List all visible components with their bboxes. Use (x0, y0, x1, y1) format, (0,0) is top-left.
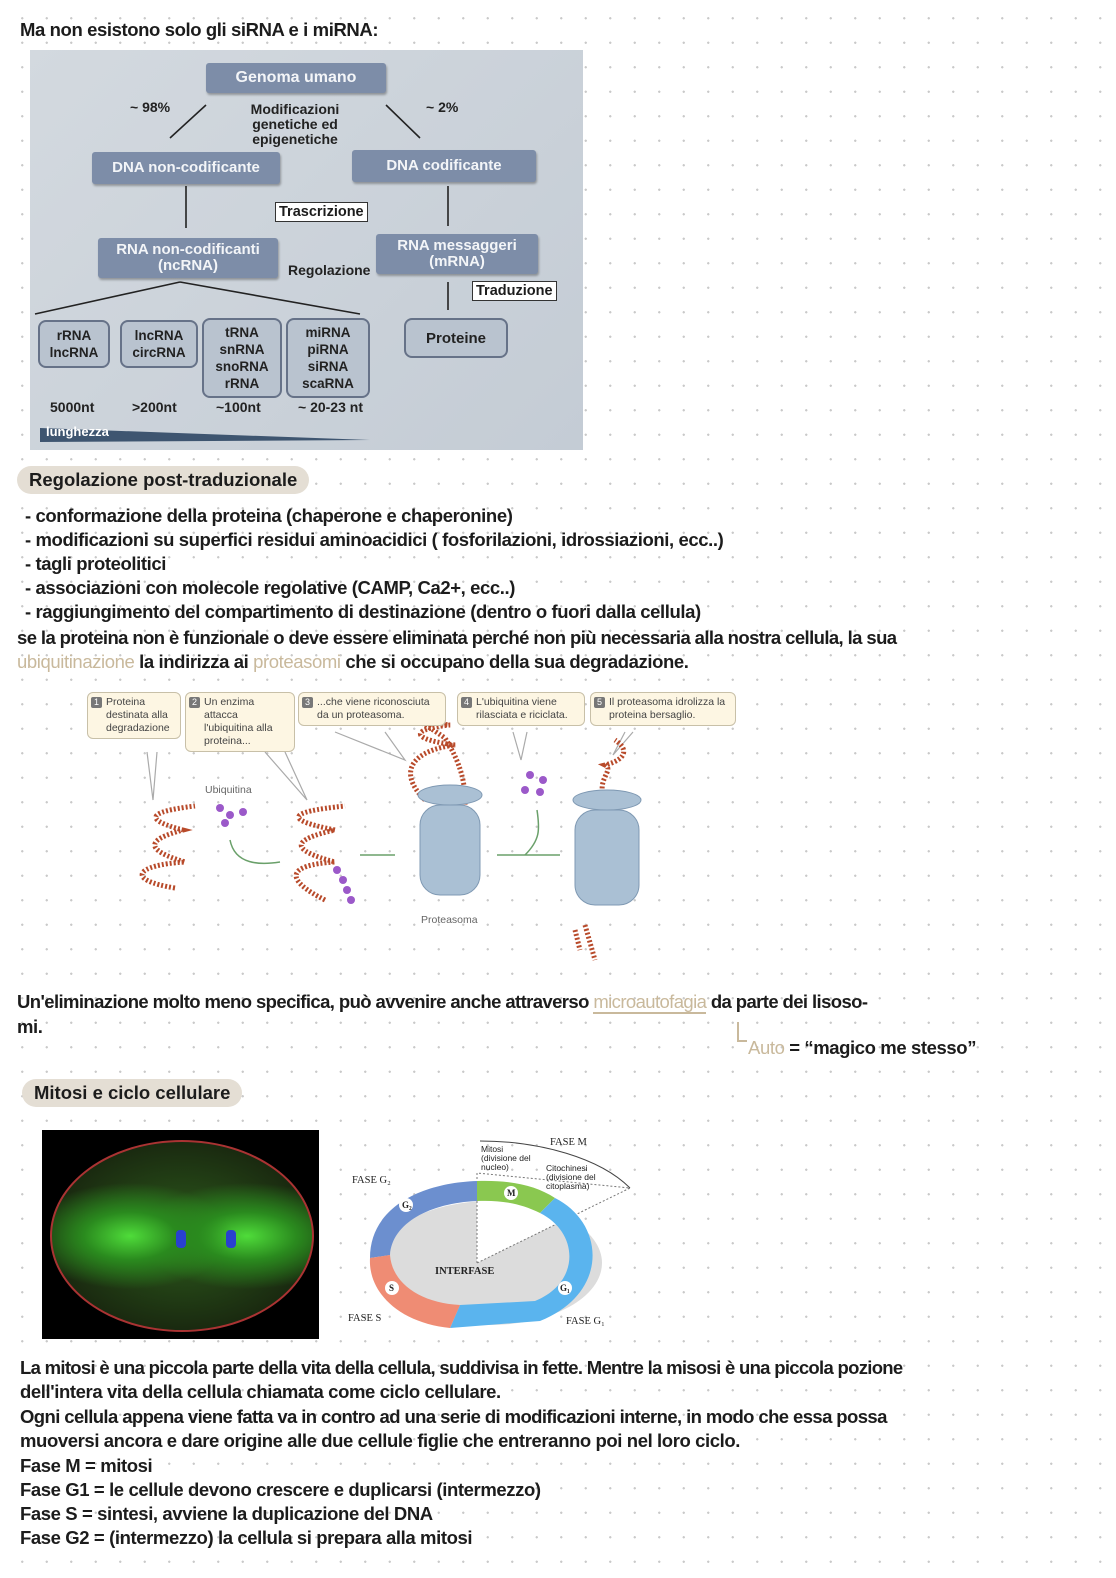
section-heading-post-traduzionale: Regolazione post-traduzionale (17, 466, 310, 494)
callout-text: L'ubiquitina viene rilasciata e riciclat… (476, 696, 568, 721)
label-s: S (389, 1283, 395, 1293)
trascrizione-label: Trascrizione (275, 202, 368, 222)
arc-g1 (450, 1198, 593, 1328)
step-number: 3 (302, 697, 313, 708)
paragraph-text: dell'intera vita della cellula chiamata … (20, 1381, 501, 1402)
text-span: Un'eliminazione molto meno specifica, pu… (17, 991, 594, 1012)
highlight-ubiquitinazione: ubiquitinazione (17, 651, 135, 672)
length-label: ~100nt (216, 399, 261, 415)
callout-text: Il proteasoma idrolizza la proteina bers… (609, 696, 726, 721)
length-label: 5000nt (50, 399, 95, 415)
lunghezza-label: lunghezza (46, 424, 109, 439)
diagram-arrows (34, 104, 449, 442)
box-rna-noncodificanti: RNA non-codificanti (ncRNA) (98, 238, 278, 278)
label-m: M (507, 1188, 516, 1198)
callout-text: ...che viene riconosciuta da un proteaso… (317, 696, 430, 721)
class-box: tRNA snRNA snoRNA rRNA (202, 318, 282, 398)
arc-g2 (370, 1181, 477, 1258)
label-g2: G₂ (402, 1200, 412, 1210)
callout-text: Un enzima attacca l'ubiquitina alla prot… (204, 696, 273, 747)
callout-step-1: 1 Proteina destinata alla degradazione (87, 692, 181, 739)
proteasome-barrel (417, 784, 642, 906)
proteasoma-label: Proteasoma (421, 914, 478, 926)
box-dna-codificante: DNA codificante (352, 150, 536, 182)
callout-text: Proteina destinata alla degradazione (106, 696, 170, 734)
pct-right: ~ 2% (426, 99, 459, 115)
text-span: la indirizza ai (134, 651, 254, 672)
highlight-microautofagia: microautofagia (593, 991, 707, 1014)
step-number: 1 (91, 697, 102, 708)
box-genoma: Genoma umano (206, 63, 386, 93)
callout-step-4: 4 L'ubiquitina viene rilasciata e ricicla… (457, 692, 585, 726)
box-rna-messaggeri: RNA messaggeri (mRNA) (376, 234, 538, 274)
step-number: 5 (594, 697, 605, 708)
paragraph-text: La mitosi è una piccola parte della vita… (20, 1357, 903, 1378)
callout-step-2: 2 Un enzima attacca l'ubiquitina alla pro… (185, 692, 295, 752)
phase-definition: Fase G2 = (intermezzo) la cellula si pre… (20, 1527, 473, 1548)
length-label: >200nt (132, 399, 177, 415)
citochinesi-label: Citochinesi (divisione del citoplasma) (546, 1163, 596, 1191)
callout-step-3: 3 ...che viene riconosciuta da un proteas… (298, 692, 446, 726)
cycle-ring (369, 1140, 632, 1328)
modifiche-label: Modificazioni genetiche ed epigenetiche (250, 101, 340, 147)
traduzione-label: Traduzione (472, 281, 557, 301)
length-label: ~ 20-23 nt (298, 399, 363, 415)
proteasome-drawing (139, 716, 642, 961)
cell-cycle-diagram: G₂ M S G₁ FASE M Mitosi (divisione del n… (340, 1133, 640, 1338)
class-box: lncRNA circRNA (120, 320, 198, 368)
highlight-proteasomi: proteasomi (253, 651, 341, 672)
phase-definition: Fase G1 = le cellule devono crescere e d… (20, 1479, 541, 1500)
paragraph-text: ubiquitinazione la indirizza ai proteaso… (17, 651, 689, 673)
bullet-item: - conformazione della proteina (chaperon… (25, 505, 513, 526)
bullet-item: - tagli proteolitici (25, 553, 167, 574)
pct-left: ~ 98% (130, 99, 171, 115)
interfase-label: INTERFASE (435, 1266, 495, 1277)
bullet-item: - modificazioni su superfici residui ami… (25, 529, 724, 550)
text-span: = “magico me stesso” (784, 1037, 977, 1058)
arrow-icon (737, 1022, 747, 1042)
phase-definition: Fase M = mitosi (20, 1455, 153, 1476)
autophagy-line-1: Un'eliminazione molto meno specifica, pu… (17, 991, 868, 1014)
fase-g1-label: FASE G₁ (566, 1316, 605, 1327)
ubiquitin (216, 771, 547, 904)
highlight-auto: Auto (748, 1037, 785, 1058)
ubiquitina-label: Ubiquitina (205, 784, 252, 796)
step-number: 2 (189, 697, 200, 708)
fase-g2-label: FASE G₂ (352, 1175, 391, 1186)
fase-s-label: FASE S (348, 1313, 382, 1324)
callout-step-5: 5 Il proteasoma idrolizza la proteina ber… (590, 692, 736, 726)
class-box: rRNA lncRNA (38, 320, 110, 368)
intro-text: Ma non esistono solo gli siRNA e i miRNA… (20, 19, 379, 40)
fase-m-label: FASE M (550, 1137, 587, 1148)
text-span: da parte dei lisoso- (706, 991, 868, 1012)
step-number: 4 (461, 697, 472, 708)
genome-diagram: Genoma umano ~ 98% ~ 2% Modificazioni ge… (30, 50, 583, 450)
arc-s (369, 1255, 460, 1328)
box-proteine: Proteine (404, 318, 508, 358)
mitosis-micrograph (42, 1130, 319, 1339)
autophagy-line-2: mi. (17, 1016, 43, 1037)
chromosomes (226, 1230, 236, 1248)
bullet-item: - associazioni con molecole regolative (… (25, 577, 516, 598)
phase-definition: Fase S = sintesi, avviene la duplicazion… (20, 1503, 433, 1524)
box-dna-noncodificante: DNA non-codificante (92, 152, 280, 184)
paragraph-text: Ogni cellula appena viene fatta va in co… (20, 1406, 887, 1427)
label-g1: G₁ (560, 1283, 570, 1293)
chromosomes (176, 1230, 186, 1248)
bullet-item: - raggiungimento del compartimento di de… (25, 601, 701, 622)
length-wedge (40, 428, 370, 442)
section-heading-mitosi: Mitosi e ciclo cellulare (22, 1079, 243, 1107)
regolazione-label: Regolazione (288, 262, 371, 278)
text-span: che si occupano della sua degradazione. (340, 651, 689, 672)
paragraph-text: muoversi ancora e dare origine alle due … (20, 1430, 741, 1451)
paragraph-text: se la proteina non è funzionale o deve e… (17, 627, 897, 648)
auto-note: Auto = “magico me stesso” (748, 1037, 976, 1059)
protein-chain (139, 716, 627, 961)
mitosi-label: Mitosi (divisione del nucleo) (481, 1144, 531, 1172)
class-box: miRNA piRNA siRNA scaRNA (286, 318, 370, 398)
